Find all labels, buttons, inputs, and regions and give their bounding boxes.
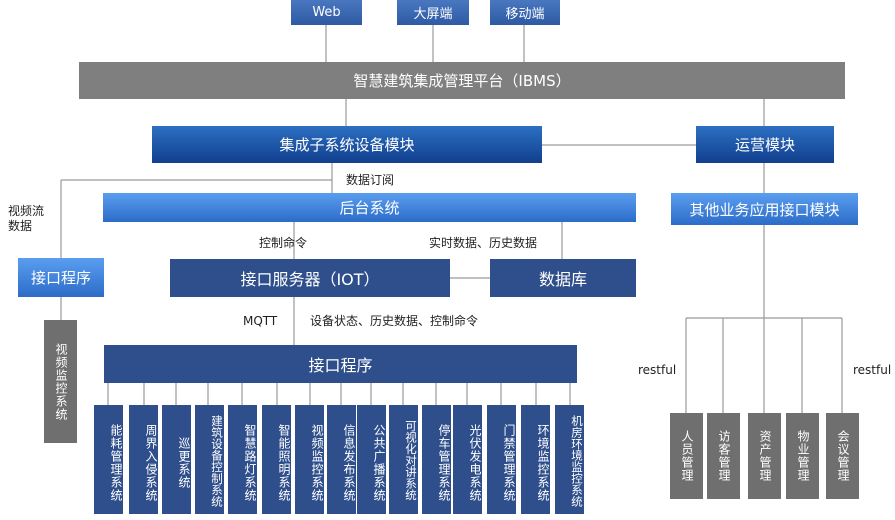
label-realtime-hist: 实时数据、历史数据 [429, 236, 538, 250]
backend-system: 后台系统 [103, 193, 636, 222]
label-restful-left: restful [638, 363, 677, 377]
subsystem-building-control: 建筑设备控制系统 [195, 405, 224, 514]
label-restful-right: restful [853, 363, 892, 377]
client-bigscreen: 大屏端 [397, 0, 469, 25]
subsystem-lighting: 智能照明系统 [262, 405, 291, 514]
subsystem-info-release: 信息发布系统 [327, 405, 356, 514]
subsystem-broadcast: 公共广播系统 [357, 405, 386, 514]
business-asset: 资产管理 [748, 413, 781, 499]
label-control-cmd: 控制命令 [259, 236, 308, 250]
subsystem-video: 视频监控系统 [295, 405, 324, 514]
subsystem-photovoltaic: 光伏发电系统 [453, 405, 482, 514]
client-web: Web [291, 0, 362, 25]
database: 数据库 [490, 259, 636, 297]
subsystem-streetlight: 智慧路灯系统 [228, 405, 257, 514]
subsystem-perimeter: 周界入侵系统 [129, 405, 158, 514]
other-api-module: 其他业务应用接口模块 [671, 193, 858, 225]
subsystem-patrol: 巡更系统 [162, 405, 191, 514]
subsystem-parking: 停车管理系统 [422, 405, 451, 514]
video-monitor-system-left: 视频监控系统 [44, 320, 77, 443]
business-property: 物业管理 [786, 413, 819, 499]
subsystem-energy: 能耗管理系统 [94, 405, 123, 514]
subsystem-intercom: 可视化对讲系统 [389, 405, 418, 514]
subsystem-machine-room: 机房环境监控系统 [555, 405, 584, 514]
platform-bar: 智慧建筑集成管理平台（IBMS） [79, 62, 845, 99]
client-mobile: 移动端 [490, 0, 560, 25]
operation-module: 运营模块 [696, 126, 834, 163]
business-visitor: 访客管理 [707, 413, 740, 499]
label-device-status: 设备状态、历史数据、控制命令 [310, 314, 479, 328]
business-personnel: 人员管理 [670, 413, 703, 499]
interface-program-main: 接口程序 [104, 345, 577, 383]
label-data-subscribe: 数据订阅 [346, 173, 395, 187]
label-video-stream: 视频流 数据 [8, 204, 45, 233]
iot-server: 接口服务器（IOT） [170, 259, 450, 297]
interface-program-left: 接口程序 [18, 258, 104, 297]
integration-module: 集成子系统设备模块 [152, 126, 542, 163]
label-mqtt: MQTT [243, 314, 278, 328]
subsystem-access: 门禁管理系统 [487, 405, 516, 514]
subsystem-environment: 环境监控系统 [521, 405, 550, 514]
business-meeting: 会议管理 [826, 413, 859, 499]
